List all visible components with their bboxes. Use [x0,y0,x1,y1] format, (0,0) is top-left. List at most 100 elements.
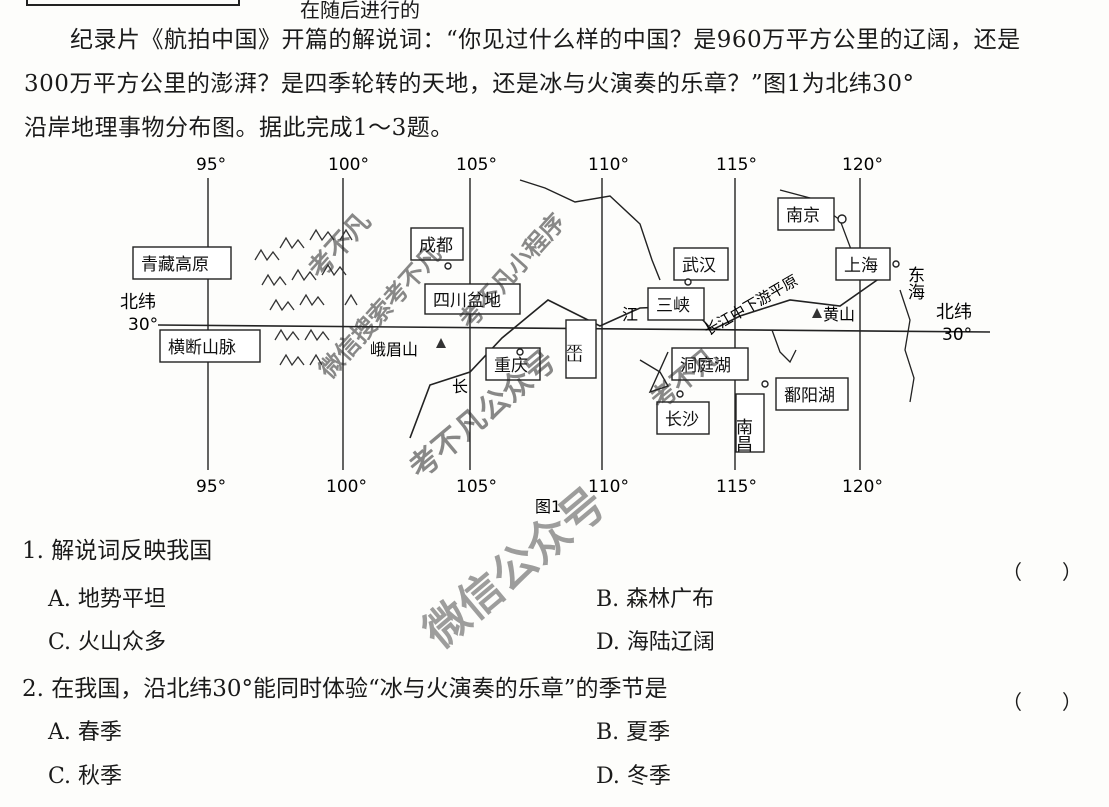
box-wuhan [673,247,729,281]
mountain-icon [309,228,335,242]
city-dot-shanghai [892,260,900,268]
box-chengdu [410,227,464,261]
top-cut-text: 在随后进行的 [300,0,420,22]
lon-top-110: 110° [588,155,629,175]
question-1-option-b[interactable]: B. 森林广布 [596,587,715,612]
dongting-shore [639,351,670,394]
label-river-jiang: 江 [622,305,638,324]
question-1-option-a[interactable]: A. 地势平坦 [48,587,166,612]
label-sichuan: 四川盆地 [433,291,501,311]
figure-caption: 图1 [535,497,561,516]
city-dot-chongqing [516,348,524,356]
box-chongqing [485,347,541,381]
label-changsha: 长沙 [665,410,699,430]
question-1-option-c[interactable]: C. 火山众多 [48,630,167,655]
label-donghai-1: 东海 [904,266,925,301]
mountain-icon [304,328,330,342]
label-wushan-1: 巫山 [562,344,583,362]
question-2-option-a[interactable]: A. 春季 [48,720,122,745]
lat-left-value: 30° [128,315,158,335]
label-river-chang: 长 [452,377,468,396]
box-dongting [671,347,749,381]
longitude-lines [207,178,861,470]
box-poyang [775,377,849,411]
lon-top-120: 120° [842,155,883,175]
mountain-icon [339,228,353,241]
mountain-symbols [254,228,358,367]
mountain-icon [291,268,317,282]
box-wushan [565,319,597,379]
label-shanghai: 上海 [844,256,878,276]
watermark-5: 微信公众号 [414,478,616,659]
label-wuhan: 武汉 [682,256,716,276]
lat-right-label: 北纬 [936,302,972,323]
label-poyang: 鄱阳湖 [784,386,835,406]
box-qinghai [132,246,232,280]
river-branch-north [519,179,661,281]
mountain-icon [269,298,295,312]
lon-bottom-95: 95° [196,477,226,497]
question-2-option-d[interactable]: D. 冬季 [596,764,671,789]
question-1-stem: 1. 解说词反映我国 [22,538,213,564]
city-dots [444,214,900,398]
city-dot-changsha [676,390,684,398]
city-dot-nanjing [837,214,847,224]
mountain-icon [299,293,325,307]
box-shanghai [835,247,891,281]
mountain-icon [321,263,347,277]
lon-bottom-100: 100° [326,477,367,497]
lon-top-95: 95° [196,155,226,175]
mountain-icon [279,353,305,367]
lon-bottom-105: 105° [456,477,497,497]
top-cut-box [26,0,240,6]
lat-left-label: 北纬 [120,292,156,313]
label-nanjing: 南京 [786,206,820,226]
label-huangshan: 黄山 [823,305,855,324]
mountain-icon [309,353,323,366]
question-2-stem: 2. 在我国，沿北纬30°能同时体验“冰与火演奏的乐章”的季节是 [22,676,668,702]
label-hengduan: 横断山脉 [168,338,236,358]
box-changsha [656,401,710,435]
map-boxes [132,197,891,453]
box-hengduan [159,329,261,363]
question-2-option-b[interactable]: B. 夏季 [596,720,671,745]
label-nanchang: 南昌 [732,418,752,452]
label-chongqing: 重庆 [494,356,528,376]
lat-right-value: 30° [942,325,972,345]
box-sichuan [424,283,521,315]
yangtze-river [409,277,881,439]
city-dot-chengdu [444,262,452,270]
passage-line-1: 纪录片《航拍中国》开篇的解说词：“你见过什么样的中国？是960万平方公里的辽阔，… [70,27,1021,53]
question-1-option-d[interactable]: D. 海陆辽阔 [596,630,715,655]
city-dot-wuhan [684,278,692,286]
passage-line-2: 300万平方公里的澎湃？是四季轮转的天地，还是冰与火演奏的乐章？”图1为北纬30… [24,71,915,97]
box-nanjing [777,197,835,231]
mountain-icon [344,293,358,306]
mountain-icon [279,236,305,250]
question-2-answer-paren[interactable]: （ ） [1002,690,1082,714]
question-1-answer-paren[interactable]: （ ） [1002,560,1082,584]
question-2-option-c[interactable]: C. 秋季 [48,764,123,789]
box-nanchang [735,393,765,453]
poyang-shore [771,329,797,364]
lon-bottom-115: 115° [716,477,757,497]
label-chengdu: 成都 [419,236,453,256]
lon-top-115: 115° [716,155,757,175]
mountain-icon [274,328,300,342]
lon-bottom-120: 120° [842,477,883,497]
box-sanxia [647,287,705,321]
lon-top-100: 100° [328,155,369,175]
latitude-30-map: 95° 100° 105° 110° 115° 120° 95° 100° 10… [120,155,991,516]
lon-top-105: 105° [456,155,497,175]
label-dongting: 洞庭湖 [680,356,731,376]
label-emeishan: 峨眉山 [370,340,418,359]
emeishan-peak-icon [436,338,446,348]
label-sanxia: 三峡 [656,296,690,316]
city-dot-nanchang [761,380,769,388]
map-box-labels: 青藏高原 横断山脉 成都 四川盆地 重庆 巫山 三峡 武汉 洞庭湖 长沙 南昌 … [141,206,878,452]
huangshan-peak-icon [812,308,822,318]
mountain-icon [254,248,280,262]
coastline [899,289,915,403]
passage-line-3: 沿岸地理事物分布图。据此完成1～3题。 [24,115,454,141]
